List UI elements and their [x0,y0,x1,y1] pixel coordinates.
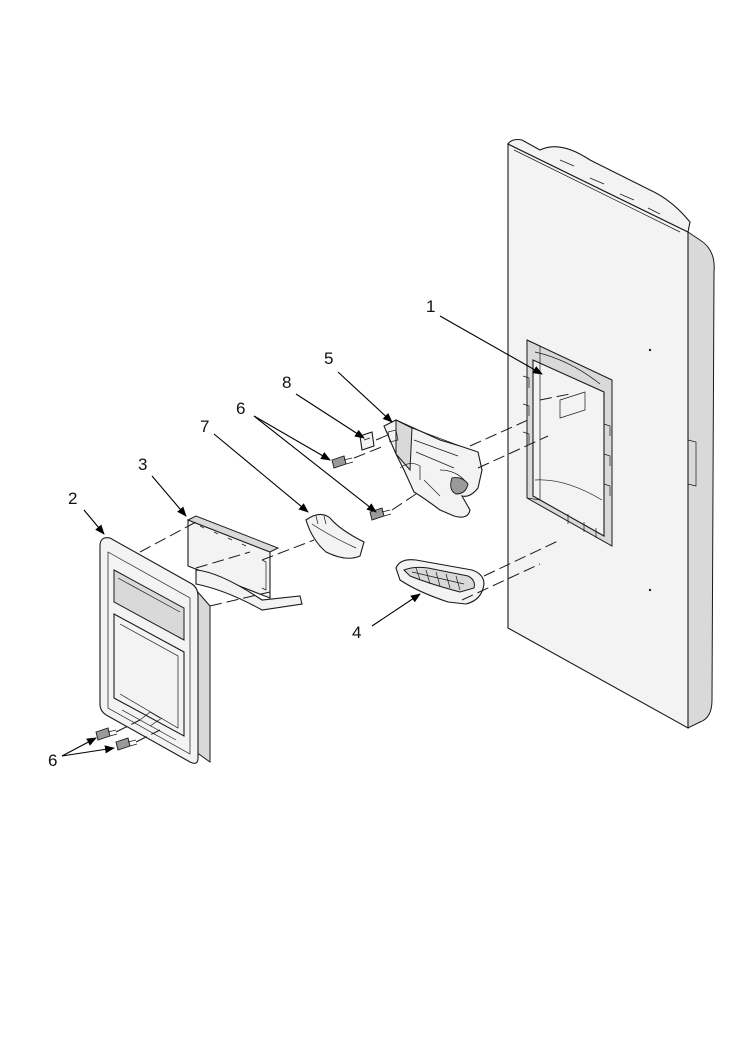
callout-7: 7 [200,417,209,436]
refrigerator-door [507,138,715,729]
dispenser-front-panel [99,537,211,764]
callout-labels: 1 2 3 4 5 6 7 8 6 [48,297,435,770]
dispenser-assembly [383,419,483,518]
callout-3: 3 [138,455,147,474]
control-module [186,515,303,611]
callout-leaders [61,315,543,757]
drip-tray [395,559,485,605]
callout-5: 5 [324,349,333,368]
callout-1: 1 [426,297,435,316]
assembly-lines [139,393,571,607]
callout-8: 8 [282,373,291,392]
ice-chute-flap [305,513,365,559]
screw-upper-1 [331,455,354,469]
callout-2: 2 [68,489,77,508]
clip [359,431,375,451]
callout-6-lower: 6 [48,751,57,770]
screws-lower [95,719,161,751]
callout-4: 4 [352,623,361,642]
callout-6-upper: 6 [236,399,245,418]
